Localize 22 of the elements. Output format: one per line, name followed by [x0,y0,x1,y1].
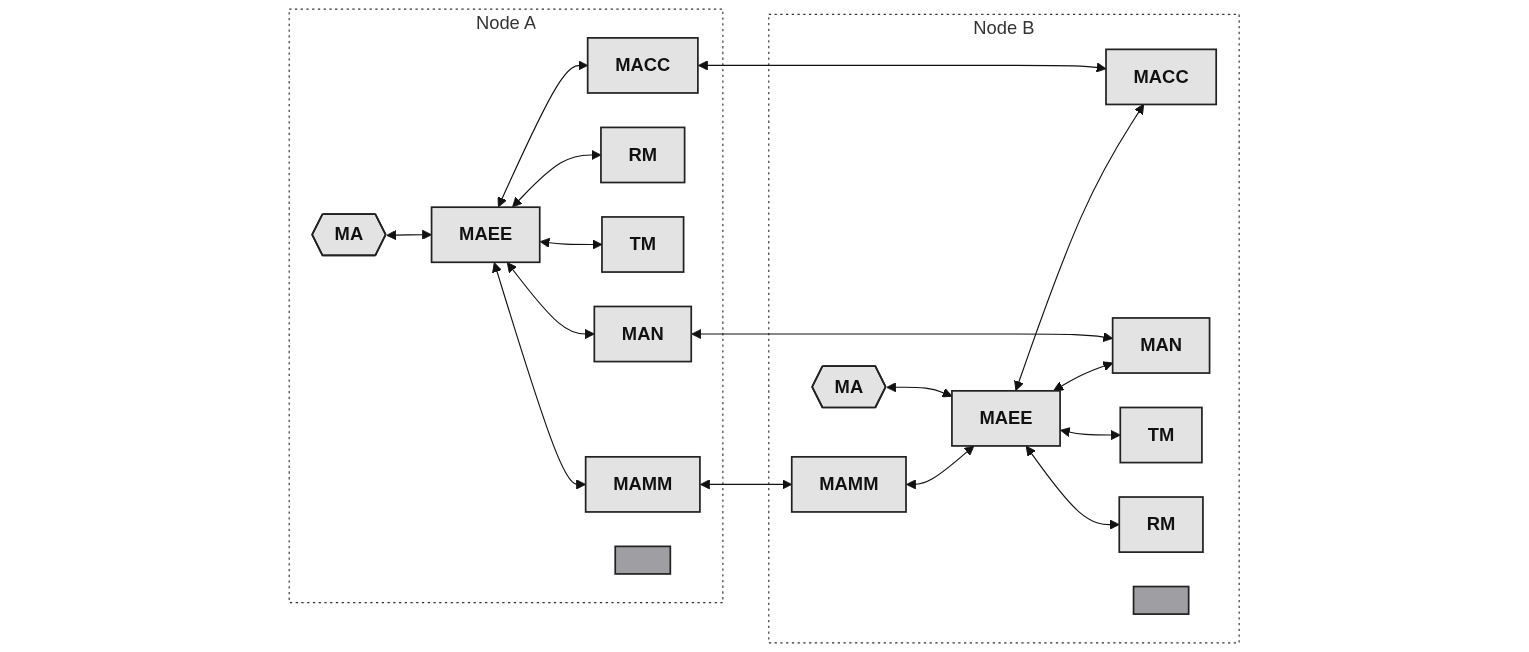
node-bar [1133,585,1190,615]
node-box: RM [1118,496,1205,553]
arrow [886,382,953,398]
arrow [700,479,793,490]
node-box: MAEE [431,206,541,264]
node-box: TM [1119,406,1204,464]
node-box: MACC [1105,48,1218,106]
arrow [906,445,975,490]
node-box: MAEE [951,390,1062,447]
node-box: MAMM [585,456,702,513]
node-box: MAMM [791,456,908,513]
node-box: RM [600,126,686,184]
arrow [1014,104,1145,391]
arrow [512,149,602,208]
node-box: MACC [587,37,700,94]
node-box: MAN [1112,317,1211,374]
node-box: MAN [593,305,693,363]
node-box: TM [601,216,685,273]
node-bar [614,545,672,575]
arrow [698,60,1107,73]
arrow [497,60,589,208]
arrow [540,237,603,250]
